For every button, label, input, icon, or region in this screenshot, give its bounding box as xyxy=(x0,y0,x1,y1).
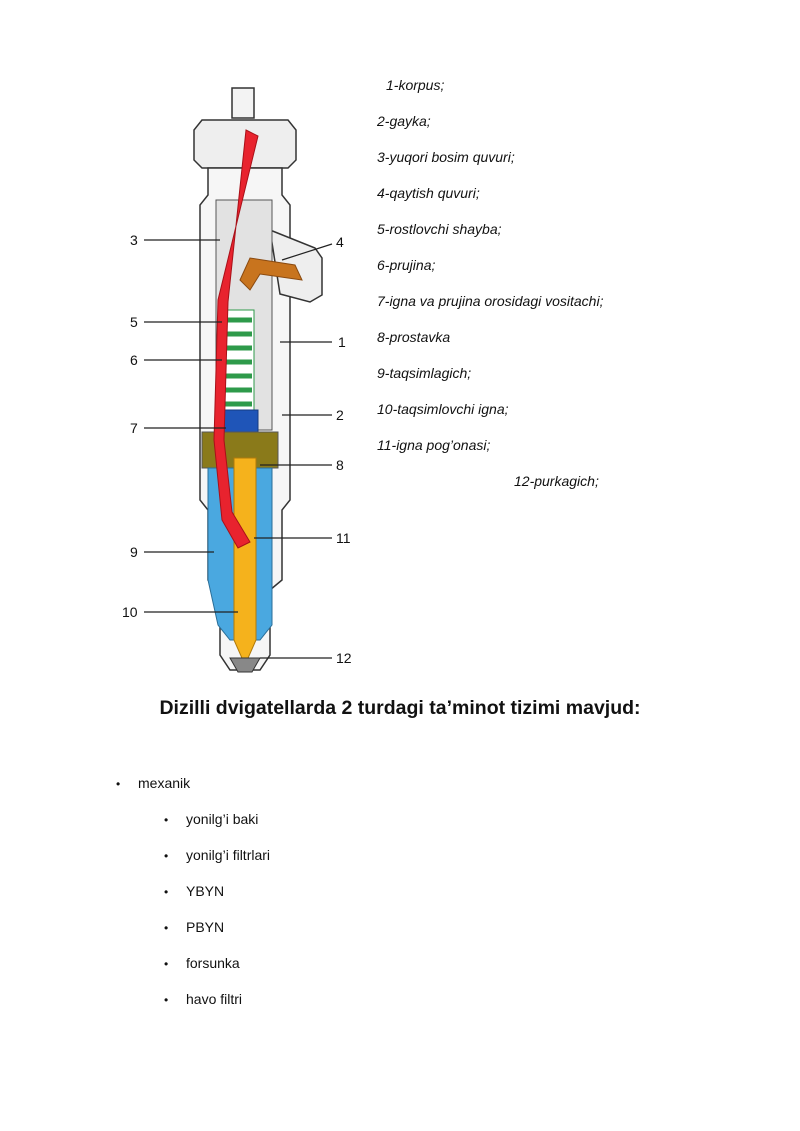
callout-12: 12 xyxy=(336,650,352,666)
list-item: • forsunka xyxy=(164,954,240,973)
list-item: • PBYN xyxy=(164,918,224,937)
legend-item: 7-igna va prujina orosidagi vositachi; xyxy=(377,293,604,309)
list-item: • mexanik xyxy=(116,774,190,793)
callout-10: 10 xyxy=(122,604,138,620)
callout-2: 2 xyxy=(336,407,344,423)
legend-item: 11-igna pog’onasi; xyxy=(377,437,491,453)
callout-6: 6 xyxy=(130,352,138,368)
bullet-icon: • xyxy=(164,957,169,971)
list-item: • YBYN xyxy=(164,882,224,901)
callout-9: 9 xyxy=(130,544,138,560)
list-item: • yonilg’i baki xyxy=(164,810,258,829)
bullet-icon: • xyxy=(164,993,169,1007)
section-heading: Dizilli dvigatellarda 2 turdagi ta’minot… xyxy=(159,697,641,719)
bullet-icon: • xyxy=(116,777,121,791)
legend-item: 3-yuqori bosim quvuri; xyxy=(377,149,515,165)
list-item-label: mexanik xyxy=(138,775,191,791)
legend-item: 4-qaytish quvuri; xyxy=(377,185,480,201)
legend-item: 5-rostlovchi shayba; xyxy=(377,221,502,237)
list-item: • yonilg’i filtrlari xyxy=(164,846,270,865)
callout-11: 11 xyxy=(336,530,351,546)
callout-4: 4 xyxy=(336,234,344,250)
bullet-icon: • xyxy=(164,849,169,863)
legend-item: 2-gayka; xyxy=(377,113,431,129)
legend-item: 9-taqsimlagich; xyxy=(377,365,472,381)
legend-item: 10-taqsimlovchi igna; xyxy=(377,401,509,417)
list-item-label: forsunka xyxy=(186,955,240,971)
bullet-icon: • xyxy=(164,885,169,899)
list-item-label: yonilg’i filtrlari xyxy=(186,847,271,863)
list-item-label: PBYN xyxy=(186,919,225,935)
legend-item: 8-prostavka xyxy=(377,329,451,345)
legend-item: 6-prujina; xyxy=(377,257,436,273)
callout-8: 8 xyxy=(336,457,344,473)
callout-7: 7 xyxy=(130,420,138,436)
injector-diagram: 3 4 5 1 6 2 7 8 11 9 10 12 xyxy=(110,80,370,680)
list-item: • havo filtri xyxy=(164,990,242,1009)
list-item-label: yonilg’i baki xyxy=(186,811,259,827)
callout-5: 5 xyxy=(130,314,138,330)
injector-cutaway-drawing xyxy=(144,87,333,673)
bullet-icon: • xyxy=(164,813,169,827)
list-item-label: YBYN xyxy=(186,883,225,899)
legend-item: 1-korpus; xyxy=(386,77,445,93)
list-item-label: havo filtri xyxy=(186,991,243,1007)
bullet-icon: • xyxy=(164,921,169,935)
legend-item: 12-purkagich; xyxy=(514,473,599,489)
callout-3: 3 xyxy=(130,232,138,248)
callout-1: 1 xyxy=(338,334,346,350)
